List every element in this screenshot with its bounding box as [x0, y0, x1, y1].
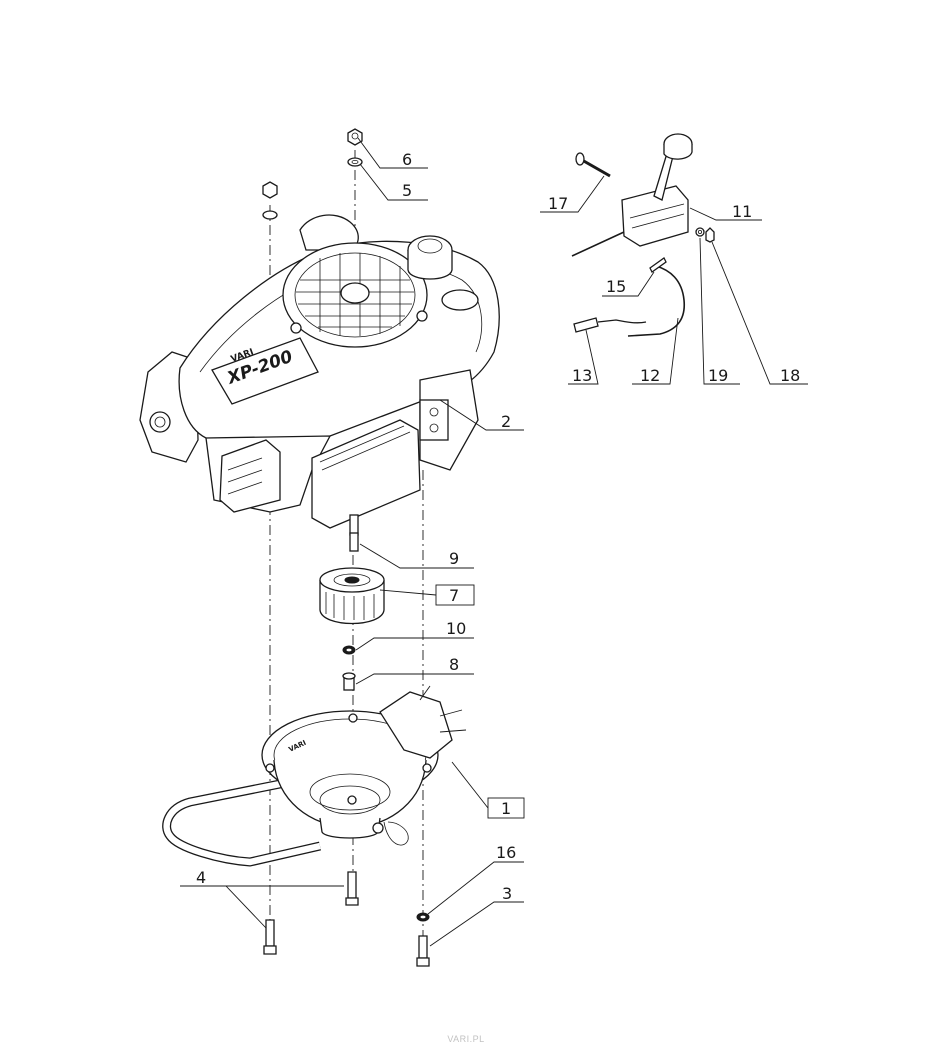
callout-label-3: 3 — [502, 884, 512, 903]
callouts: 6 5 2 9 7 10 8 1 16 3 4 17 — [180, 137, 808, 947]
callout-label-4: 4 — [196, 868, 206, 887]
callout-label-1: 1 — [501, 799, 511, 818]
washer-10 — [342, 645, 356, 655]
callout-box-7 — [435, 584, 475, 606]
deck-housing: VARI — [162, 685, 467, 867]
callout-label-5: 5 — [402, 181, 412, 200]
engine: VARI XP-200 — [139, 214, 500, 536]
callout-label-11: 11 — [732, 202, 752, 221]
callout-label-10: 10 — [446, 619, 466, 638]
washer-16 — [416, 912, 430, 922]
callout-label-9: 9 — [449, 549, 459, 568]
callout-label-6: 6 — [402, 150, 412, 169]
callout-label-16: 16 — [496, 843, 516, 862]
callout-label-17: 17 — [548, 194, 568, 213]
callout-label-8: 8 — [449, 655, 459, 674]
bolt-4-upper — [345, 871, 359, 906]
washer-5 — [347, 157, 363, 167]
nut-left-top — [262, 181, 278, 220]
callout-label-13: 13 — [572, 366, 592, 385]
pulley-7 — [319, 567, 385, 625]
pin-9 — [349, 532, 359, 552]
bolt-4-lower — [263, 919, 277, 955]
callout-label-15: 15 — [606, 277, 626, 296]
callout-label-2: 2 — [501, 412, 511, 431]
footer-watermark: VARI.PL — [447, 1034, 485, 1044]
callout-label-12: 12 — [640, 366, 660, 385]
callout-label-7: 7 — [449, 586, 459, 605]
bolt-3 — [416, 935, 430, 967]
callout-label-18: 18 — [780, 366, 800, 385]
callout-label-19: 19 — [708, 366, 728, 385]
throttle-control-assembly — [571, 133, 715, 337]
callout-box-1 — [487, 797, 525, 819]
nut-6 — [347, 128, 363, 146]
bolt-8 — [342, 672, 356, 691]
